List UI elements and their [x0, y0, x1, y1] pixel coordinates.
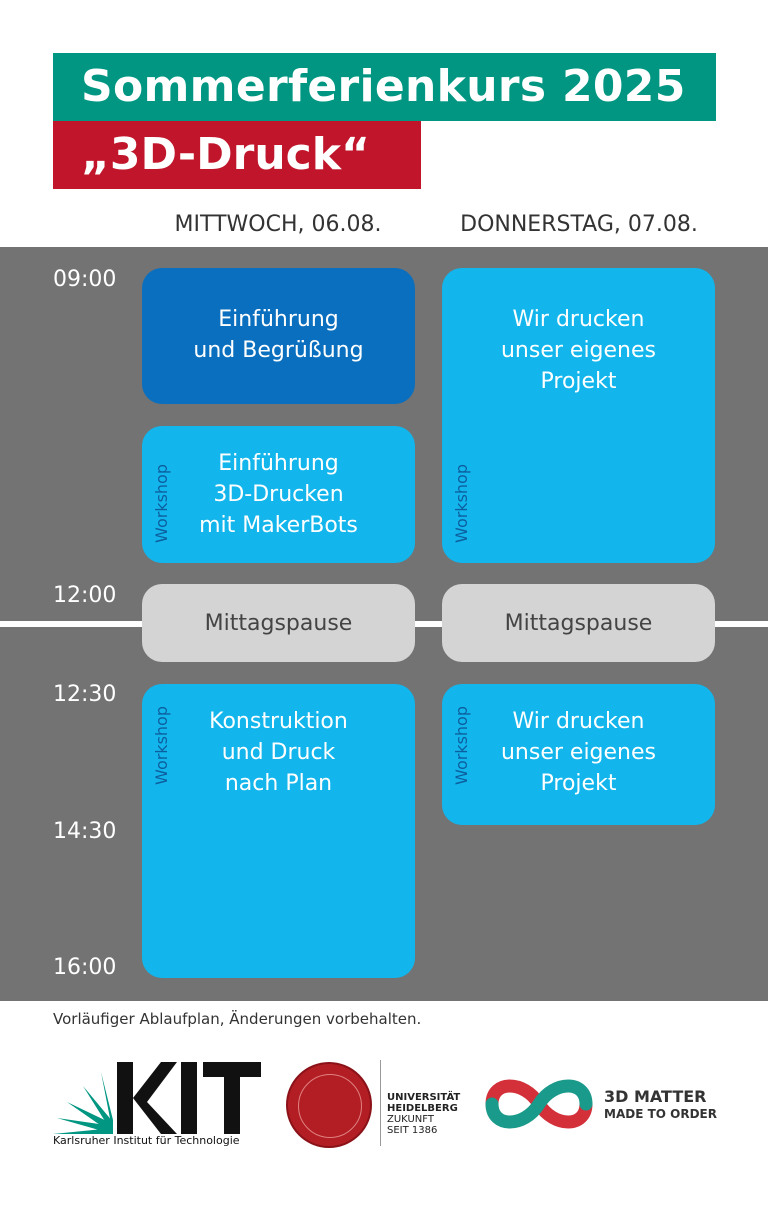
- session-line: Mittagspause: [204, 610, 353, 636]
- uh-line: UNIVERSITÄT: [387, 1092, 461, 1103]
- workshop-tag: Workshop: [152, 706, 171, 785]
- day-header-wednesday: MITTWOCH, 06.08.: [174, 212, 382, 237]
- time-label: 14:30: [53, 819, 117, 844]
- session-line: nach Plan: [224, 771, 333, 796]
- session-wed-workshop-1[interactable]: Workshop Einführung 3D-Drucken mit Maker…: [142, 426, 415, 563]
- session-thu-lunch[interactable]: Mittagspause: [442, 584, 715, 662]
- uh-line: SEIT 1386: [387, 1125, 438, 1136]
- session-line: und Druck: [221, 740, 336, 765]
- footnote: Vorläufiger Ablaufplan, Änderungen vorbe…: [53, 1010, 422, 1028]
- session-line: Projekt: [540, 771, 617, 796]
- uh-line: ZUKUNFT: [387, 1114, 434, 1125]
- session-line: Konstruktion: [209, 709, 348, 734]
- 3d-matter-wordmark: 3D MATTER MADE TO ORDER: [604, 1088, 717, 1122]
- time-label: 16:00: [53, 955, 117, 980]
- page-title: Sommerferienkurs 2025: [53, 53, 716, 121]
- session-line: 3D-Drucken: [213, 482, 344, 507]
- page-subtitle: „3D-Druck“: [53, 121, 421, 189]
- session-wed-workshop-2[interactable]: Workshop Konstruktion und Druck nach Pla…: [142, 684, 415, 978]
- session-line: unser eigenes: [500, 740, 656, 765]
- workshop-tag: Workshop: [452, 464, 471, 543]
- session-line: Einführung: [218, 451, 339, 476]
- time-label: 09:00: [53, 267, 117, 292]
- session-thu-workshop-1[interactable]: Workshop Wir drucken unser eigenes Proje…: [442, 268, 715, 563]
- session-wed-intro[interactable]: Einführung und Begrüßung: [142, 268, 415, 404]
- m3d-line: 3D MATTER: [604, 1087, 707, 1106]
- session-line: und Begrüßung: [193, 338, 364, 363]
- workshop-tag: Workshop: [152, 464, 171, 543]
- m3d-line: MADE TO ORDER: [604, 1107, 717, 1121]
- logo-divider: [380, 1060, 381, 1146]
- session-line: unser eigenes: [500, 338, 656, 363]
- kit-tagline: Karlsruher Institut für Technologie: [53, 1134, 240, 1147]
- day-header-thursday: DONNERSTAG, 07.08.: [460, 212, 698, 237]
- session-line: Einführung: [218, 307, 339, 332]
- session-thu-workshop-2[interactable]: Workshop Wir drucken unser eigenes Proje…: [442, 684, 715, 825]
- kit-logo-icon: [53, 1062, 261, 1134]
- schedule-grid: 09:00 12:00 12:30 14:30 16:00 Einführung…: [0, 247, 768, 1001]
- session-line: Wir drucken: [512, 307, 645, 332]
- session-line: mit MakerBots: [199, 513, 358, 538]
- session-line: Wir drucken: [512, 709, 645, 734]
- session-line: Projekt: [540, 369, 617, 394]
- uh-line: HEIDELBERG: [387, 1103, 458, 1114]
- time-label: 12:00: [53, 583, 117, 608]
- seal-ring: [298, 1074, 362, 1138]
- infinity-ribbon-icon: [485, 1079, 593, 1129]
- session-line: Mittagspause: [504, 610, 653, 636]
- session-wed-lunch[interactable]: Mittagspause: [142, 584, 415, 662]
- time-label: 12:30: [53, 682, 117, 707]
- heidelberg-wordmark: UNIVERSITÄT HEIDELBERG ZUKUNFT SEIT 1386: [387, 1092, 460, 1136]
- workshop-tag: Workshop: [452, 706, 471, 785]
- heidelberg-seal-icon: [286, 1062, 372, 1148]
